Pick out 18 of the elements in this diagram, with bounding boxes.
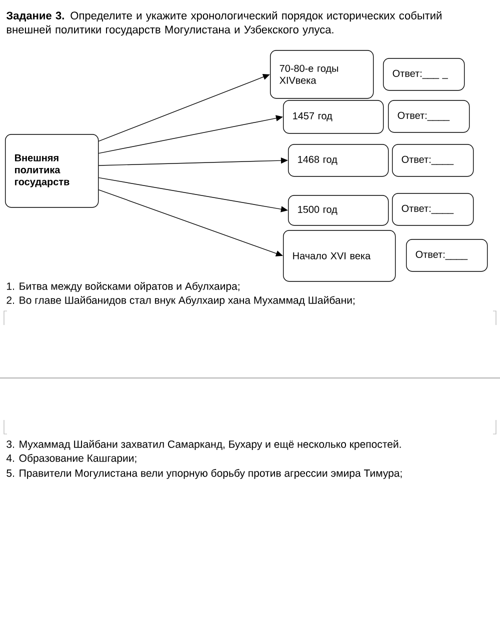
list-item: 4. Образование Кашгарии; (6, 454, 136, 464)
list-item: 3. Мухаммад Шайбани захватил Самарканд, Бухару и ещё несколько крепостей. (6, 440, 401, 450)
arrow (98, 74, 270, 142)
answer-box: Ответ:____ (392, 193, 474, 226)
date-box: 1500 год (288, 195, 389, 226)
answer-box: Ответ:____ (406, 239, 488, 272)
list-item: 1. Битва между войсками ойратов и Абулхаира; (7, 282, 240, 292)
list-item: 5. Правители Могулистана вели упорную борьбу против агрессии эмира Тимура; (6, 469, 402, 479)
date-box: 1468 год (288, 144, 389, 177)
task-title: Задание 3. Определите и укажите хронологический порядок исторических событий внешней политики государств Могулистана и Узбекского улуса. (6, 11, 442, 36)
list-item: 2. Во главе Шайбанидов стал внук Абулхаир хана Мухаммад Шайбани; (6, 296, 354, 306)
answer-box: Ответ:____ (392, 144, 474, 177)
topic-box: Внешняя политика государств (5, 134, 99, 208)
answer-box: Ответ:___ _ (383, 58, 465, 91)
date-box: 1457 год (283, 100, 384, 134)
answer-box: Ответ:____ (388, 100, 470, 133)
date-box: Начало XVI века (283, 230, 396, 282)
date-box: 70-80-е годы XIVвека (270, 50, 374, 99)
